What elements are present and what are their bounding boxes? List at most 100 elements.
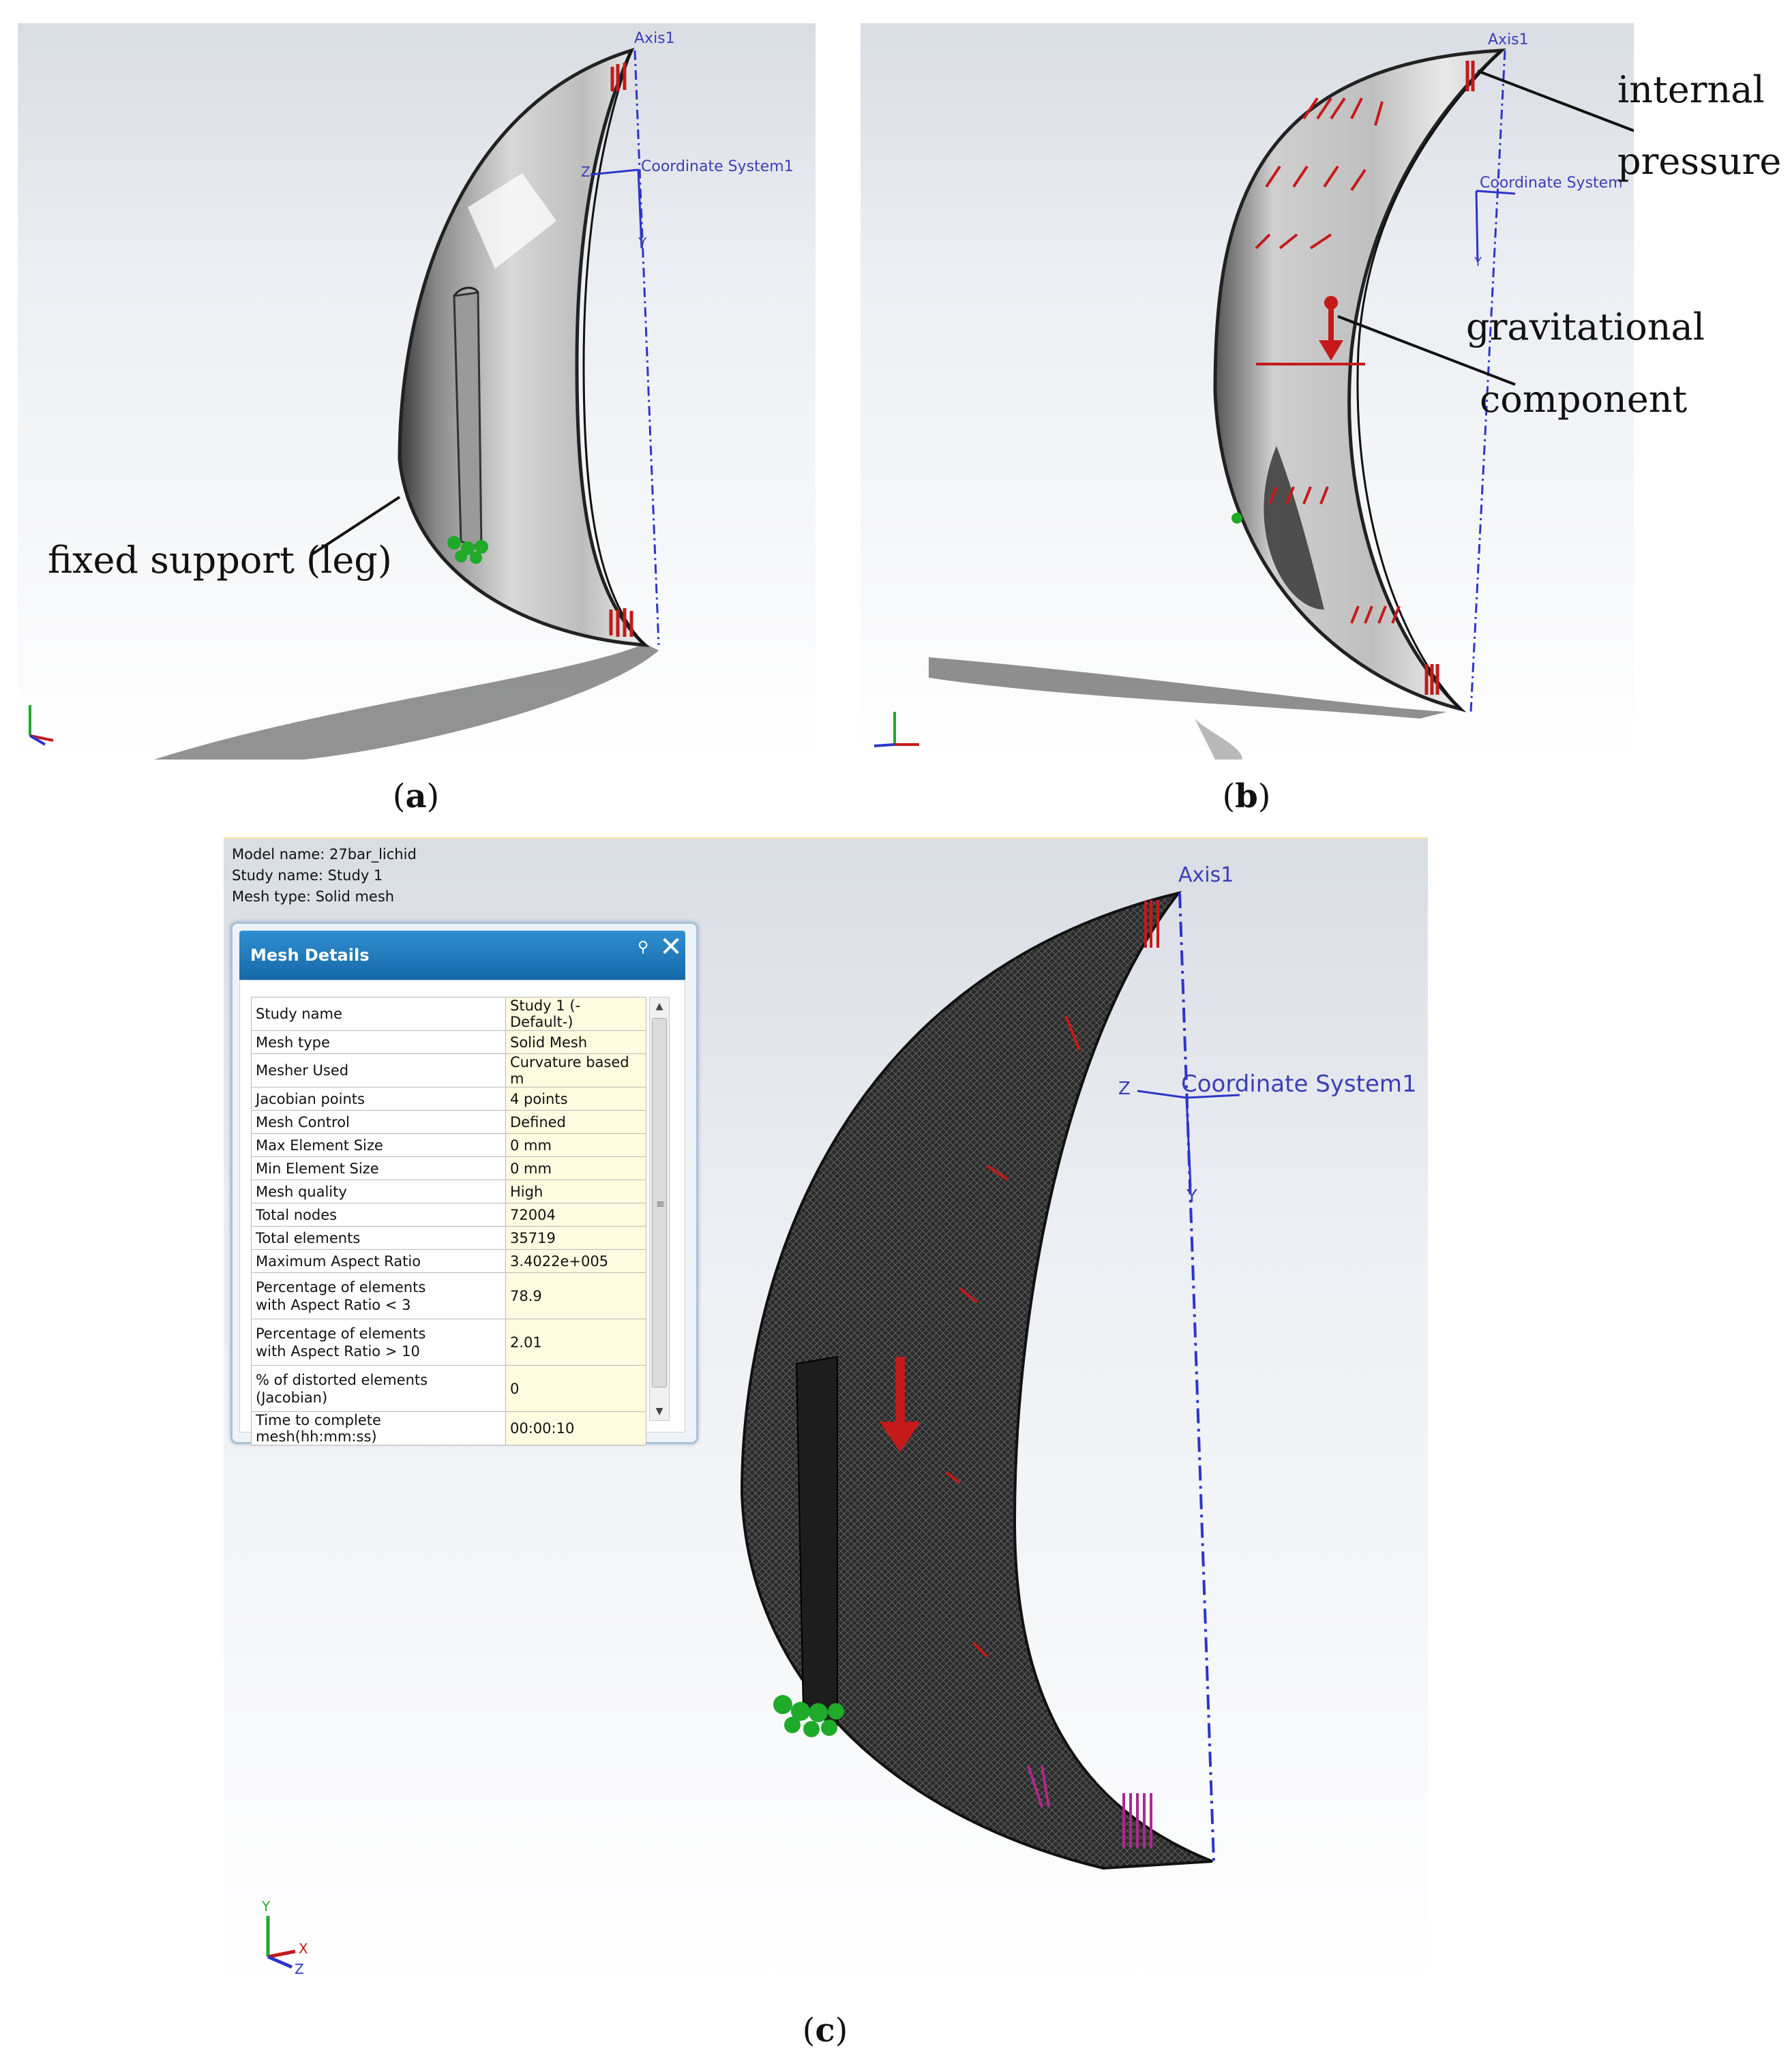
row-key-line2: with Aspect Ratio < 3: [256, 1296, 411, 1313]
coordinate-system-icon: [1137, 1090, 1240, 1187]
row-key-line1: Percentage of elements: [256, 1278, 426, 1295]
gravity-arrow-icon: [1319, 296, 1343, 361]
row-value: Curvature based m: [505, 1053, 646, 1088]
panel-b-viewport: Axis1 Coordinate System Y: [861, 23, 1634, 760]
row-key: Mesh Control: [251, 1110, 506, 1134]
row-value: 0: [505, 1365, 646, 1412]
view-triad-icon: [266, 1916, 296, 1969]
pressure-arrows-icon: [609, 63, 633, 637]
scroll-up-icon[interactable]: ▲: [655, 1001, 663, 1012]
row-key: Study name: [251, 997, 506, 1031]
row-value: 35719: [505, 1226, 646, 1250]
z-axis-label: Z: [581, 164, 591, 180]
row-value: 78.9: [505, 1272, 646, 1319]
annotation-fixed-support: fixed support (leg): [48, 539, 392, 582]
row-key: Jacobian points: [251, 1087, 506, 1111]
row-key-line2: (Jacobian): [256, 1389, 328, 1406]
axis-line: [1469, 50, 1506, 712]
table-row: Time to complete mesh(hh:mm:ss)00:00:10: [251, 1411, 646, 1445]
highlight: [468, 173, 556, 269]
row-value: 0 mm: [505, 1133, 646, 1157]
axis-label: Axis1: [1178, 863, 1234, 887]
y-axis-label: Y: [1186, 1186, 1197, 1207]
shadow: [929, 657, 1447, 719]
coordinate-system-label: Coordinate System: [1480, 175, 1623, 192]
row-key: Mesher Used: [251, 1053, 506, 1088]
close-icon[interactable]: ✕: [659, 931, 683, 963]
mesh-type: Mesh type: Solid mesh: [232, 888, 395, 905]
row-key-line1: % of distorted elements: [256, 1371, 428, 1388]
row-value: 0 mm: [505, 1156, 646, 1180]
row-key: % of distorted elements(Jacobian): [251, 1365, 506, 1412]
triad-y-label: Y: [262, 1898, 271, 1915]
meshed-leg: [795, 1355, 838, 1726]
row-value: 72004: [505, 1203, 646, 1227]
panel-a-viewport: Axis1 Coordinate System1 Z Y: [18, 23, 816, 760]
row-key-line1: Percentage of elements: [256, 1325, 426, 1342]
dialog-title-bar[interactable]: Mesh Details: [239, 931, 685, 980]
pin-icon[interactable]: ⚲: [638, 939, 649, 956]
pressure-pointer: [1477, 70, 1634, 132]
caption-a: (a): [392, 777, 440, 815]
row-key: Mesh type: [251, 1030, 506, 1054]
fixture-icon: [1231, 513, 1242, 524]
axis-label: Axis1: [1488, 31, 1529, 48]
model-name: Model name: 27bar_lichid: [232, 846, 417, 862]
annotation-component: component: [1480, 378, 1688, 421]
view-triad-icon: [873, 712, 919, 747]
axis-line: [633, 50, 660, 646]
panel-b-model: [873, 48, 1634, 760]
row-key: Min Element Size: [251, 1156, 506, 1180]
row-key: Total nodes: [251, 1203, 506, 1227]
dialog-title: Mesh Details: [250, 946, 370, 965]
panel-c-model: [266, 890, 1240, 1969]
annotation-gravitational: gravitational: [1466, 305, 1705, 348]
coordinate-system-icon: [1475, 190, 1516, 262]
row-key: Maximum Aspect Ratio: [251, 1249, 506, 1273]
panel-a-model: [29, 47, 660, 760]
row-key: Time to complete mesh(hh:mm:ss): [251, 1411, 506, 1445]
triad-z-label: Z: [295, 1961, 304, 1977]
annotation-pointer: [310, 496, 401, 556]
caption-c: (c): [802, 2011, 848, 2050]
shell-edge: [1356, 49, 1503, 710]
row-key: Total elements: [251, 1226, 506, 1250]
view-triad-icon: [29, 705, 54, 746]
table-scrollbar[interactable]: ▲ ≡ ▼: [649, 997, 670, 1421]
axis-label: Axis1: [634, 30, 675, 47]
row-key-line2: with Aspect Ratio > 10: [256, 1342, 420, 1360]
pressure-arrows-icon: [945, 900, 1159, 1658]
scroll-thumb[interactable]: ≡: [652, 1018, 667, 1388]
row-value: 00:00:10: [505, 1411, 646, 1445]
row-key: Mesh quality: [251, 1180, 506, 1203]
row-value: Study 1 (-Default-): [505, 997, 646, 1031]
gravity-pointer: [1337, 315, 1516, 386]
shell-edge: [582, 50, 646, 646]
grip-icon: ≡: [656, 1197, 666, 1210]
coordinate-system-label: Coordinate System1: [1181, 1070, 1417, 1098]
coordinate-system-icon: [590, 168, 643, 249]
scroll-down-icon[interactable]: ▼: [655, 1406, 663, 1417]
caption-b: (b): [1222, 777, 1271, 815]
fixture-icon: [447, 536, 488, 564]
row-value: 3.4022e+005: [505, 1249, 646, 1273]
coordinate-system-label: Coordinate System1: [641, 158, 794, 175]
model-info: Model name: 27bar_lichid Study name: Stu…: [232, 844, 417, 907]
pressure-arrows-icon: [1255, 97, 1401, 624]
z-axis-label: Z: [1118, 1079, 1131, 1099]
fixture-icon: [773, 1695, 844, 1737]
triad-x-label: X: [299, 1940, 308, 1957]
